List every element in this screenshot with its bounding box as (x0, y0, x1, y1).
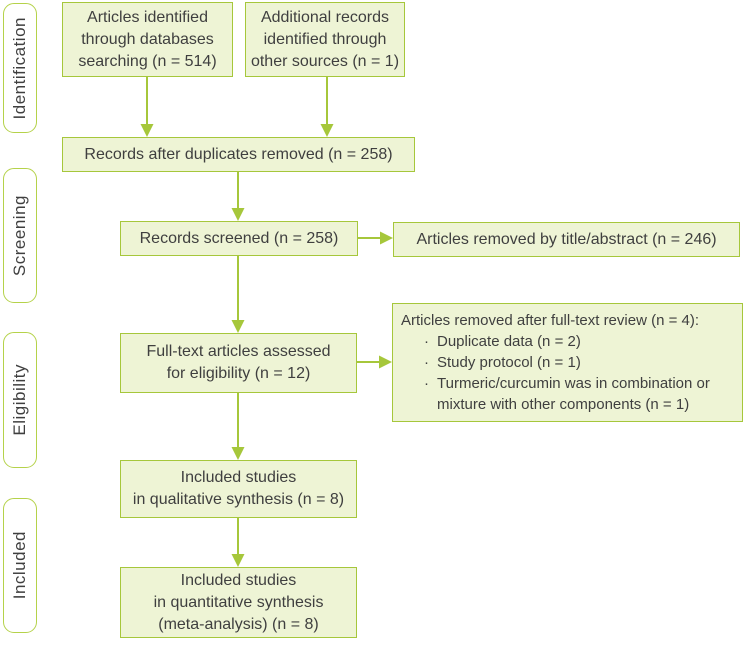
box-identified-databases-line3: searching (n = 514) (78, 52, 217, 70)
stage-label-eligibility: Eligibility (3, 332, 37, 468)
box-additional-records-line1: Additional records (260, 8, 390, 26)
box-fulltext-assessed: Full-text articles assessed for eligibil… (120, 333, 357, 393)
box-fulltext-removed-bullet3: · Turmeric/curcumin was in combination o… (401, 373, 734, 415)
box-fulltext-assessed-line2: for eligibility (n = 12) (166, 365, 311, 382)
box-qualitative-synthesis-line2: in qualitative synthesis (n = 8) (132, 491, 345, 508)
box-quantitative-synthesis: Included studies in quantitative synthes… (120, 567, 357, 638)
box-fulltext-removed-bullet3-text: Turmeric/curcumin was in combination or … (437, 375, 710, 413)
box-records-screened: Records screened (n = 258) (120, 221, 358, 256)
box-qualitative-synthesis-line1: Included studies (180, 469, 297, 486)
box-duplicates-removed: Records after duplicates removed (n = 25… (62, 137, 415, 172)
stage-label-screening: Screening (3, 168, 37, 303)
box-identified-databases-line1: Articles identified (87, 8, 208, 26)
stage-label-eligibility-text: Eligibility (10, 364, 29, 436)
box-duplicates-removed-line1: Records after duplicates removed (n = 25… (84, 145, 393, 163)
box-records-screened-line1: Records screened (n = 258) (139, 229, 339, 247)
box-identified-databases: Articles identified through databases se… (62, 2, 233, 77)
box-quantitative-synthesis-line2: in quantitative synthesis (153, 593, 324, 611)
box-fulltext-removed-bullet1-text: Duplicate data (n = 2) (437, 333, 581, 350)
box-quantitative-synthesis-line3: (meta-analysis) (n = 8) (158, 615, 319, 633)
stage-label-included-text: Included (10, 531, 29, 600)
bullet-dot: · (424, 375, 429, 392)
box-identified-databases-line2: through databases (81, 30, 214, 48)
stage-label-screening-text: Screening (10, 194, 29, 277)
box-quantitative-synthesis-line1: Included studies (180, 571, 297, 589)
box-additional-records: Additional records identified through ot… (245, 2, 405, 77)
stage-label-included: Included (3, 498, 37, 633)
bullet-dot: · (424, 354, 429, 371)
box-qualitative-synthesis: Included studies in qualitative synthesi… (120, 460, 357, 518)
box-fulltext-removed: Articles removed after full-text review … (392, 303, 743, 422)
box-fulltext-removed-bullet1: · Duplicate data (n = 2) (401, 331, 581, 352)
box-fulltext-removed-bullet2-text: Study protocol (n = 1) (437, 354, 581, 371)
box-fulltext-removed-title: Articles removed after full-text review … (401, 312, 700, 329)
bullet-dot: · (424, 333, 429, 350)
box-additional-records-line3: other sources (n = 1) (250, 52, 400, 70)
box-removed-title-abstract: Articles removed by title/abstract (n = … (393, 222, 740, 257)
box-removed-title-abstract-line1: Articles removed by title/abstract (n = … (416, 230, 717, 248)
box-fulltext-removed-bullet2: · Study protocol (n = 1) (401, 352, 581, 373)
box-additional-records-line2: identified through (263, 30, 387, 48)
stage-label-identification-text: Identification (10, 16, 29, 120)
stage-label-identification: Identification (3, 3, 37, 133)
box-fulltext-assessed-line1: Full-text articles assessed (146, 343, 331, 360)
